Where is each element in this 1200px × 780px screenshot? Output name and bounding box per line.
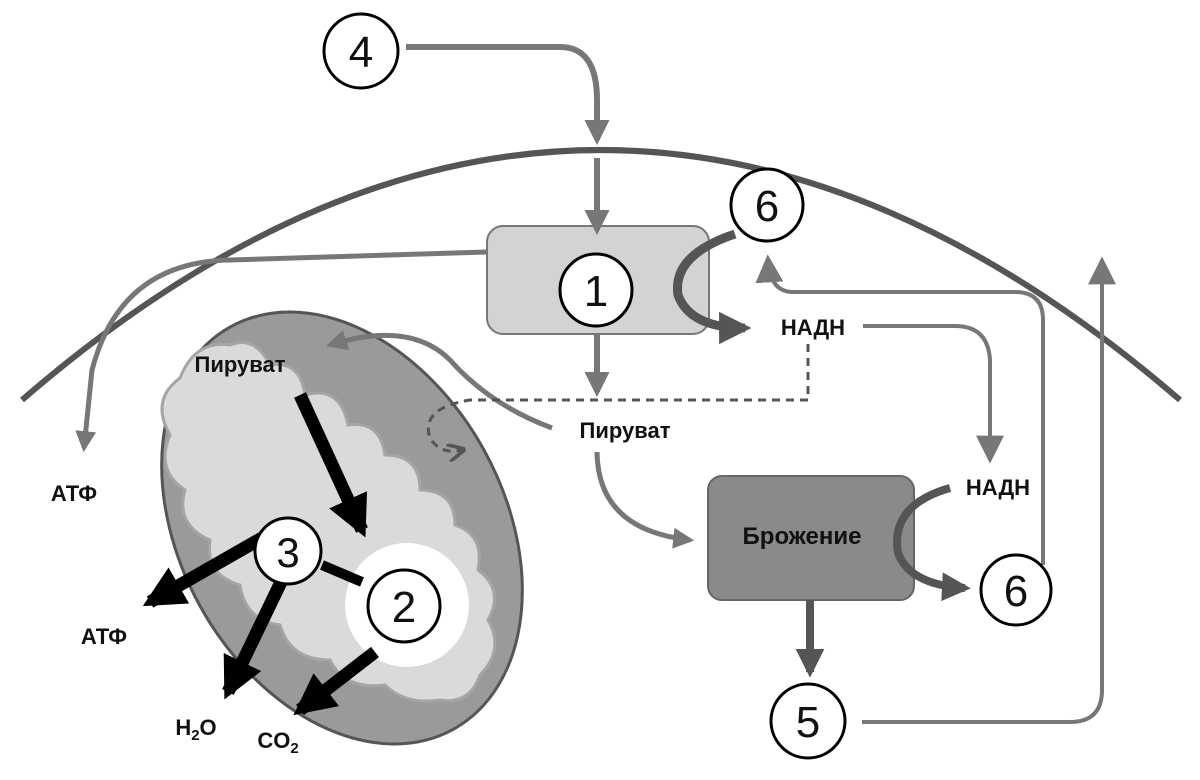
- label-atp-left: АТФ: [51, 481, 97, 506]
- label-nadh-right: НАДН: [966, 475, 1030, 500]
- arrow-3-to-h2o: [222, 577, 288, 700]
- node-6-top: 6: [729, 167, 805, 243]
- arrow-3-to-atp: [142, 532, 266, 608]
- arrow-1-to-atp: [75, 249, 488, 453]
- svg-text:1: 1: [584, 267, 608, 316]
- label-co2: CO2: [257, 728, 298, 757]
- svg-text:6: 6: [755, 182, 779, 231]
- dashed-nadh-to-mitochondrion: [427, 344, 810, 451]
- svg-text:3: 3: [276, 529, 299, 576]
- arrow-pyruvate-to-2: [294, 392, 368, 538]
- label-fermentation: Брожение: [743, 523, 862, 550]
- svg-text:4: 4: [349, 28, 373, 77]
- svg-text:6: 6: [1004, 567, 1028, 616]
- arrow-2-to-co2: [293, 646, 379, 716]
- connector-3-to-2: [320, 560, 364, 587]
- arrow-pyruvate-to-fermentation: [594, 451, 695, 549]
- svg-text:5: 5: [796, 698, 820, 747]
- arrow-pyruvate-to-mitochondrion: [325, 329, 553, 431]
- node-6-bottom: 6: [979, 553, 1053, 627]
- node-4: 4: [322, 12, 400, 90]
- label-atp-mitochondrion: АТФ: [81, 624, 127, 649]
- arrow-nadh-to-nadh: [863, 324, 1004, 464]
- label-pyruvate-cytoplasm: Пируват: [580, 418, 671, 443]
- node-2: 2: [366, 568, 442, 644]
- node-3: 3: [253, 516, 323, 586]
- arrow-5-out-of-cell: [862, 256, 1116, 724]
- label-h2o: H2O: [175, 715, 216, 744]
- node-5: 5: [769, 682, 847, 760]
- label-pyruvate-mitochondrion: Пируват: [195, 352, 286, 377]
- arrow-4-to-membrane: [406, 44, 610, 146]
- arrow-fermentation-to-6-curve: [893, 484, 971, 602]
- label-nadh-top: НАДН: [781, 315, 845, 340]
- svg-text:2: 2: [392, 583, 416, 632]
- node-1: 1: [558, 252, 634, 328]
- cell-membrane: [20, 147, 1182, 403]
- arrow-6-to-nadh-curve: [672, 229, 752, 345]
- arrow-6-recycle: [755, 254, 1045, 565]
